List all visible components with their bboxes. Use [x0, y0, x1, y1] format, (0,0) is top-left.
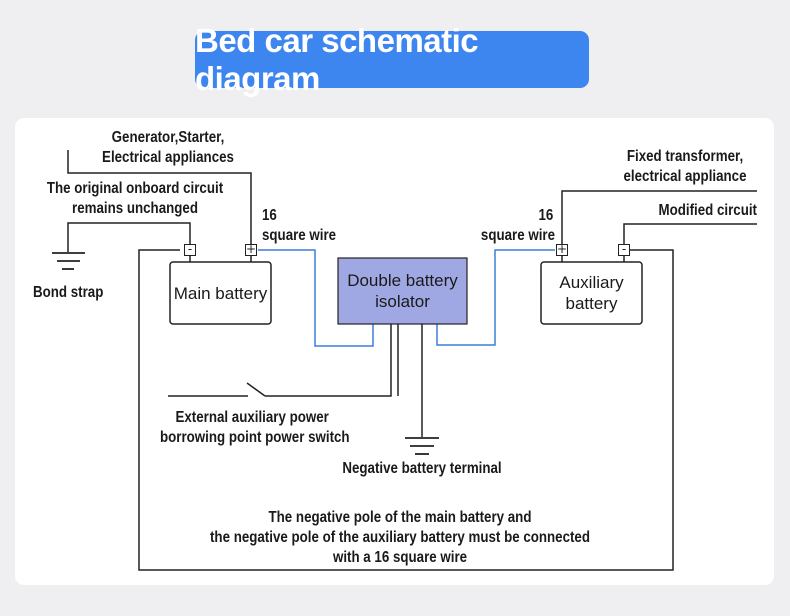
switch-lever: [246, 382, 266, 397]
generator-label: Generator,Starter, Electrical appliances: [102, 129, 234, 166]
original-circuit-label: The original onboard circuit remains unc…: [46, 180, 224, 217]
negative-terminal-label: Negative battery terminal: [342, 460, 502, 477]
minus-terminal-icon: -: [184, 243, 196, 256]
note-label: The negative pole of the main battery an…: [209, 509, 590, 566]
plus-terminal-icon: +: [245, 242, 257, 256]
aux-battery-line1: Auxiliary: [559, 273, 624, 292]
ground-icon: [52, 252, 85, 270]
bond-strap-label: Bond strap: [33, 284, 104, 301]
isolator-label: Double battery isolator: [338, 258, 467, 324]
ground-wire-left: [67, 222, 191, 252]
aux-battery-line2: battery: [565, 294, 618, 313]
modified-circuit-wire: [623, 223, 757, 244]
wire-right-label: 16 square wire: [480, 207, 555, 244]
blue-wire-left: [258, 249, 374, 347]
aux-battery-label: Auxiliary battery: [541, 262, 642, 324]
wire-left-label: 16 square wire: [262, 207, 337, 244]
diagram-panel: [15, 118, 774, 585]
main-battery-box: [169, 261, 272, 325]
ground-icon: [405, 437, 439, 455]
blue-wire-right: [436, 249, 555, 346]
main-battery-label: Main battery: [173, 283, 268, 303]
isolator-line2: isolator: [375, 292, 430, 311]
aux-battery-box: [540, 261, 643, 325]
fixed-transformer-wire: [561, 190, 757, 244]
minus-terminal-icon: -: [618, 243, 630, 256]
plus-terminal-icon: +: [556, 242, 568, 256]
isolator-box: [337, 257, 468, 325]
switch-wire: [265, 324, 392, 397]
negative-loop-wire: [138, 249, 674, 571]
isolator-line1: Double battery: [347, 271, 458, 290]
generator-wire: [67, 150, 252, 244]
fixed-transformer-label: Fixed transformer, electrical appliance: [623, 148, 747, 185]
external-switch-label: External auxiliary power borrowing point…: [160, 409, 350, 446]
modified-circuit-label: Modified circuit: [658, 202, 757, 219]
